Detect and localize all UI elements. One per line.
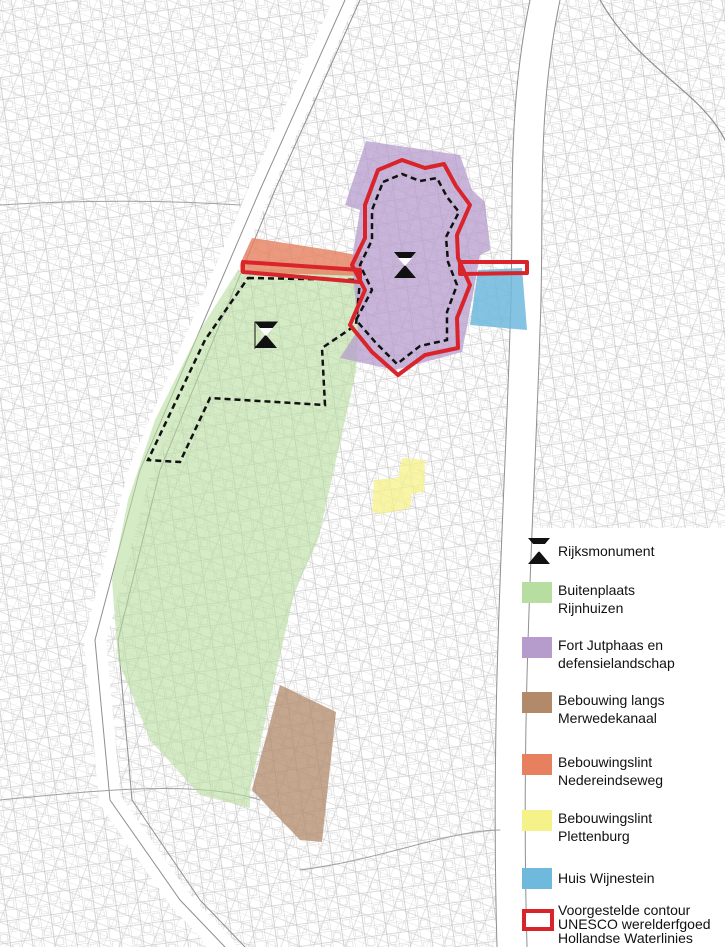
- legend-label: Buitenplaats: [558, 582, 636, 598]
- legend-label: Bebouwingslint: [558, 754, 653, 770]
- legend-swatch-buitenplaats: [522, 582, 552, 603]
- legend-label: Huis Wijnestein: [558, 870, 655, 886]
- legend-item-unesco: Voorgestelde contour UNESCO werelderfgoe…: [522, 903, 722, 947]
- legend-item-wijnestein: Huis Wijnestein: [522, 868, 722, 890]
- legend-item-fort: Fort Jutphaas en defensielandschap: [522, 637, 722, 677]
- rijksmonument-icon: [394, 252, 416, 278]
- legend-label: Plettenburg: [558, 828, 630, 844]
- legend-swatch-nedereindseweg: [522, 754, 552, 775]
- legend-rijksmonument-icon: [528, 538, 550, 564]
- legend-label: Nedereindseweg: [558, 772, 664, 788]
- area-huis-wijnestein: [470, 268, 527, 330]
- area-plettenburg: [372, 458, 425, 514]
- legend-swatch-fort: [522, 637, 552, 658]
- area-merwedekanaal: [252, 685, 336, 842]
- legend-item-buitenplaats: Buitenplaats Rijnhuizen: [522, 582, 722, 622]
- legend-swatch-plettenburg: [522, 810, 552, 831]
- legend-item-merwedekanaal: Bebouwing langs Merwedekanaal: [522, 692, 722, 732]
- legend-item-rijksmonument: Rijksmonument: [522, 543, 722, 563]
- legend-label: Hollandse Waterlinies: [558, 930, 693, 946]
- legend-item-nedereindseweg: Bebouwingslint Nedereindseweg: [522, 754, 722, 794]
- legend-swatch-wijnestein: [522, 868, 552, 889]
- legend-label: Merwedekanaal: [558, 710, 657, 726]
- legend-label: Rijnhuizen: [558, 600, 624, 616]
- legend-item-plettenburg: Bebouwingslint Plettenburg: [522, 810, 722, 850]
- legend-label: Fort Jutphaas en: [558, 637, 664, 653]
- legend-label: Rijksmonument: [558, 543, 655, 559]
- rijksmonument-icon: [254, 321, 279, 350]
- unesco-contour: [241, 158, 529, 377]
- legend-label: Voorgestelde contour: [558, 902, 691, 918]
- legend-swatch-unesco: [522, 909, 554, 931]
- legend-label: Bebouwingslint: [558, 810, 653, 826]
- legend-label: Bebouwing langs: [558, 692, 665, 708]
- legend-label: defensielandschap: [558, 655, 675, 671]
- legend-swatch-merwedekanaal: [522, 692, 552, 713]
- rijksmonument-boundary-fort: [354, 172, 461, 366]
- legend-label: UNESCO werelderfgoed: [558, 916, 711, 932]
